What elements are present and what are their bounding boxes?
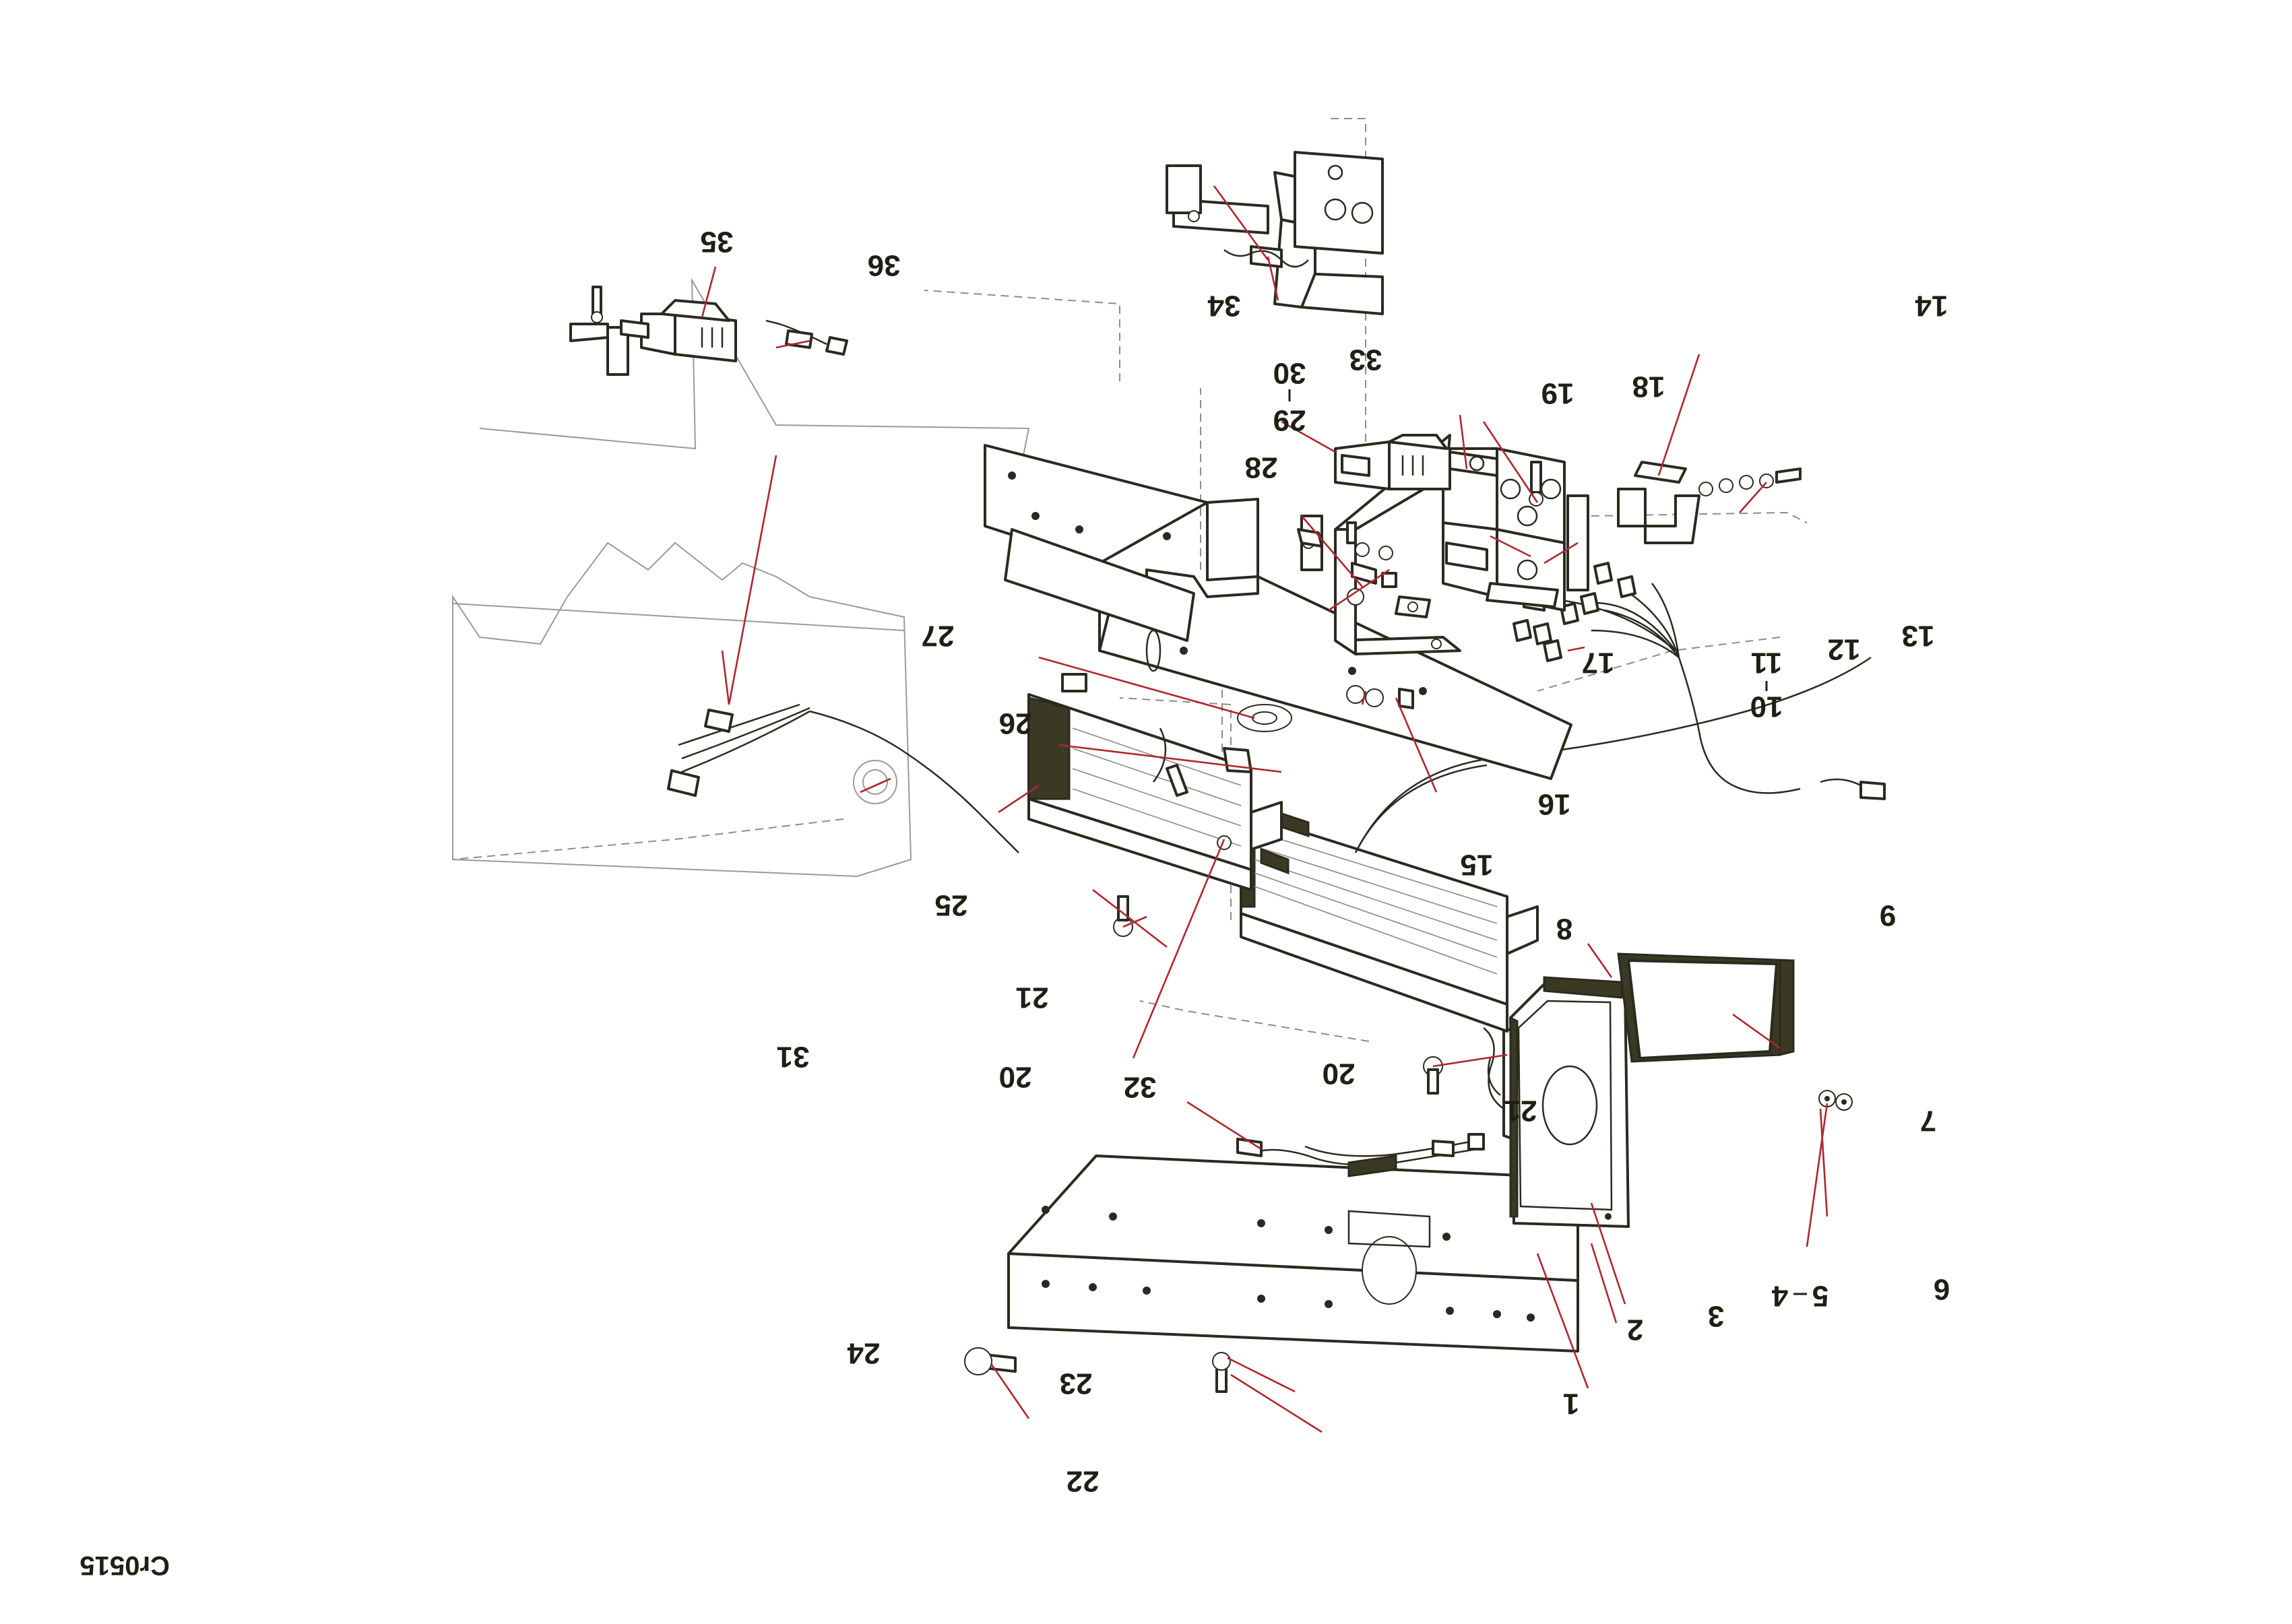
part-28-pin-and-washers [1297, 528, 1397, 606]
callout-7: 7 [1920, 1104, 1936, 1137]
callout-20-upper: 20 [1323, 1057, 1356, 1090]
callout-32: 32 [1124, 1070, 1157, 1103]
callout-27: 27 [922, 619, 955, 652]
callout-18: 18 [1632, 370, 1665, 403]
drawing-code: Cr0515 [80, 1551, 170, 1580]
callout-20-lower: 20 [999, 1060, 1032, 1093]
part-31-main-wiring-harness [667, 656, 1872, 853]
part-29-terminal-block [1334, 434, 1498, 490]
callout-36: 36 [868, 249, 901, 282]
callout-5: 5 [1812, 1279, 1828, 1312]
callout-23: 23 [1060, 1367, 1093, 1400]
parts-4-5-6-washers [1818, 1090, 1853, 1111]
callout-10: 10 [1750, 690, 1783, 723]
callout-3: 3 [1708, 1299, 1724, 1332]
callout-1: 1 [1563, 1387, 1579, 1420]
part-32-fan-harness [1236, 1133, 1485, 1177]
callout-31: 31 [777, 1040, 810, 1073]
callout-21-upper: 21 [1504, 1094, 1537, 1127]
callout-19: 19 [1541, 377, 1574, 410]
chassis-outline-ghost [452, 542, 912, 878]
callout-17: 17 [1582, 646, 1615, 679]
callout-25: 25 [935, 888, 968, 921]
callout-30: 30 [1273, 356, 1306, 389]
callout-14: 14 [1915, 289, 1948, 322]
part-16-mounting-plate [984, 444, 1572, 780]
callout-22: 22 [1067, 1464, 1100, 1497]
part-34-switch-bracket [1166, 151, 1384, 315]
callout-numbers: 1 2 3 5 4 6 7 8 9 10 11 12 13 14 15 16 1… [701, 225, 1950, 1497]
detail-inset-outline [479, 278, 1030, 530]
callout-9: 9 [1880, 899, 1896, 932]
part-9-cable-harness [1513, 562, 1886, 800]
part-7-fan-cover [1617, 952, 1795, 1063]
callout-29: 29 [1273, 403, 1306, 436]
callout-26: 26 [999, 707, 1032, 740]
part-8-controller-module [1240, 807, 1539, 1033]
callout-6: 6 [1934, 1272, 1950, 1305]
callout-8: 8 [1556, 912, 1572, 945]
part-13-bolt-and-washers [1698, 467, 1802, 496]
callout-28: 28 [1245, 451, 1278, 484]
part-15-bolt-washers [1346, 685, 1414, 709]
part-1-base-bracket [1007, 1155, 1579, 1353]
part-27-spacer-plate [1004, 528, 1195, 642]
callout-11: 11 [1751, 646, 1783, 679]
callout-13: 13 [1902, 619, 1935, 652]
callout-4: 4 [1771, 1279, 1788, 1312]
part-3-fan-housing [1509, 976, 1630, 1228]
callout-24: 24 [847, 1336, 880, 1369]
callout-34: 34 [1207, 289, 1240, 322]
screws-washers-modules [1113, 835, 1443, 1095]
callout-16: 16 [1538, 787, 1571, 820]
callout-12: 12 [1828, 632, 1861, 665]
callout-2: 2 [1627, 1313, 1643, 1346]
callout-leaders [701, 185, 1828, 1433]
callout-33: 33 [1349, 343, 1382, 376]
screws-base [964, 1347, 1231, 1393]
part-25-second-module [1027, 673, 1283, 891]
callout-21-lower: 21 [1016, 981, 1049, 1014]
detail-inset-parts [569, 286, 848, 376]
callout-15: 15 [1461, 848, 1494, 881]
callout-35: 35 [701, 225, 734, 258]
part-11-contactors [1442, 447, 1566, 612]
